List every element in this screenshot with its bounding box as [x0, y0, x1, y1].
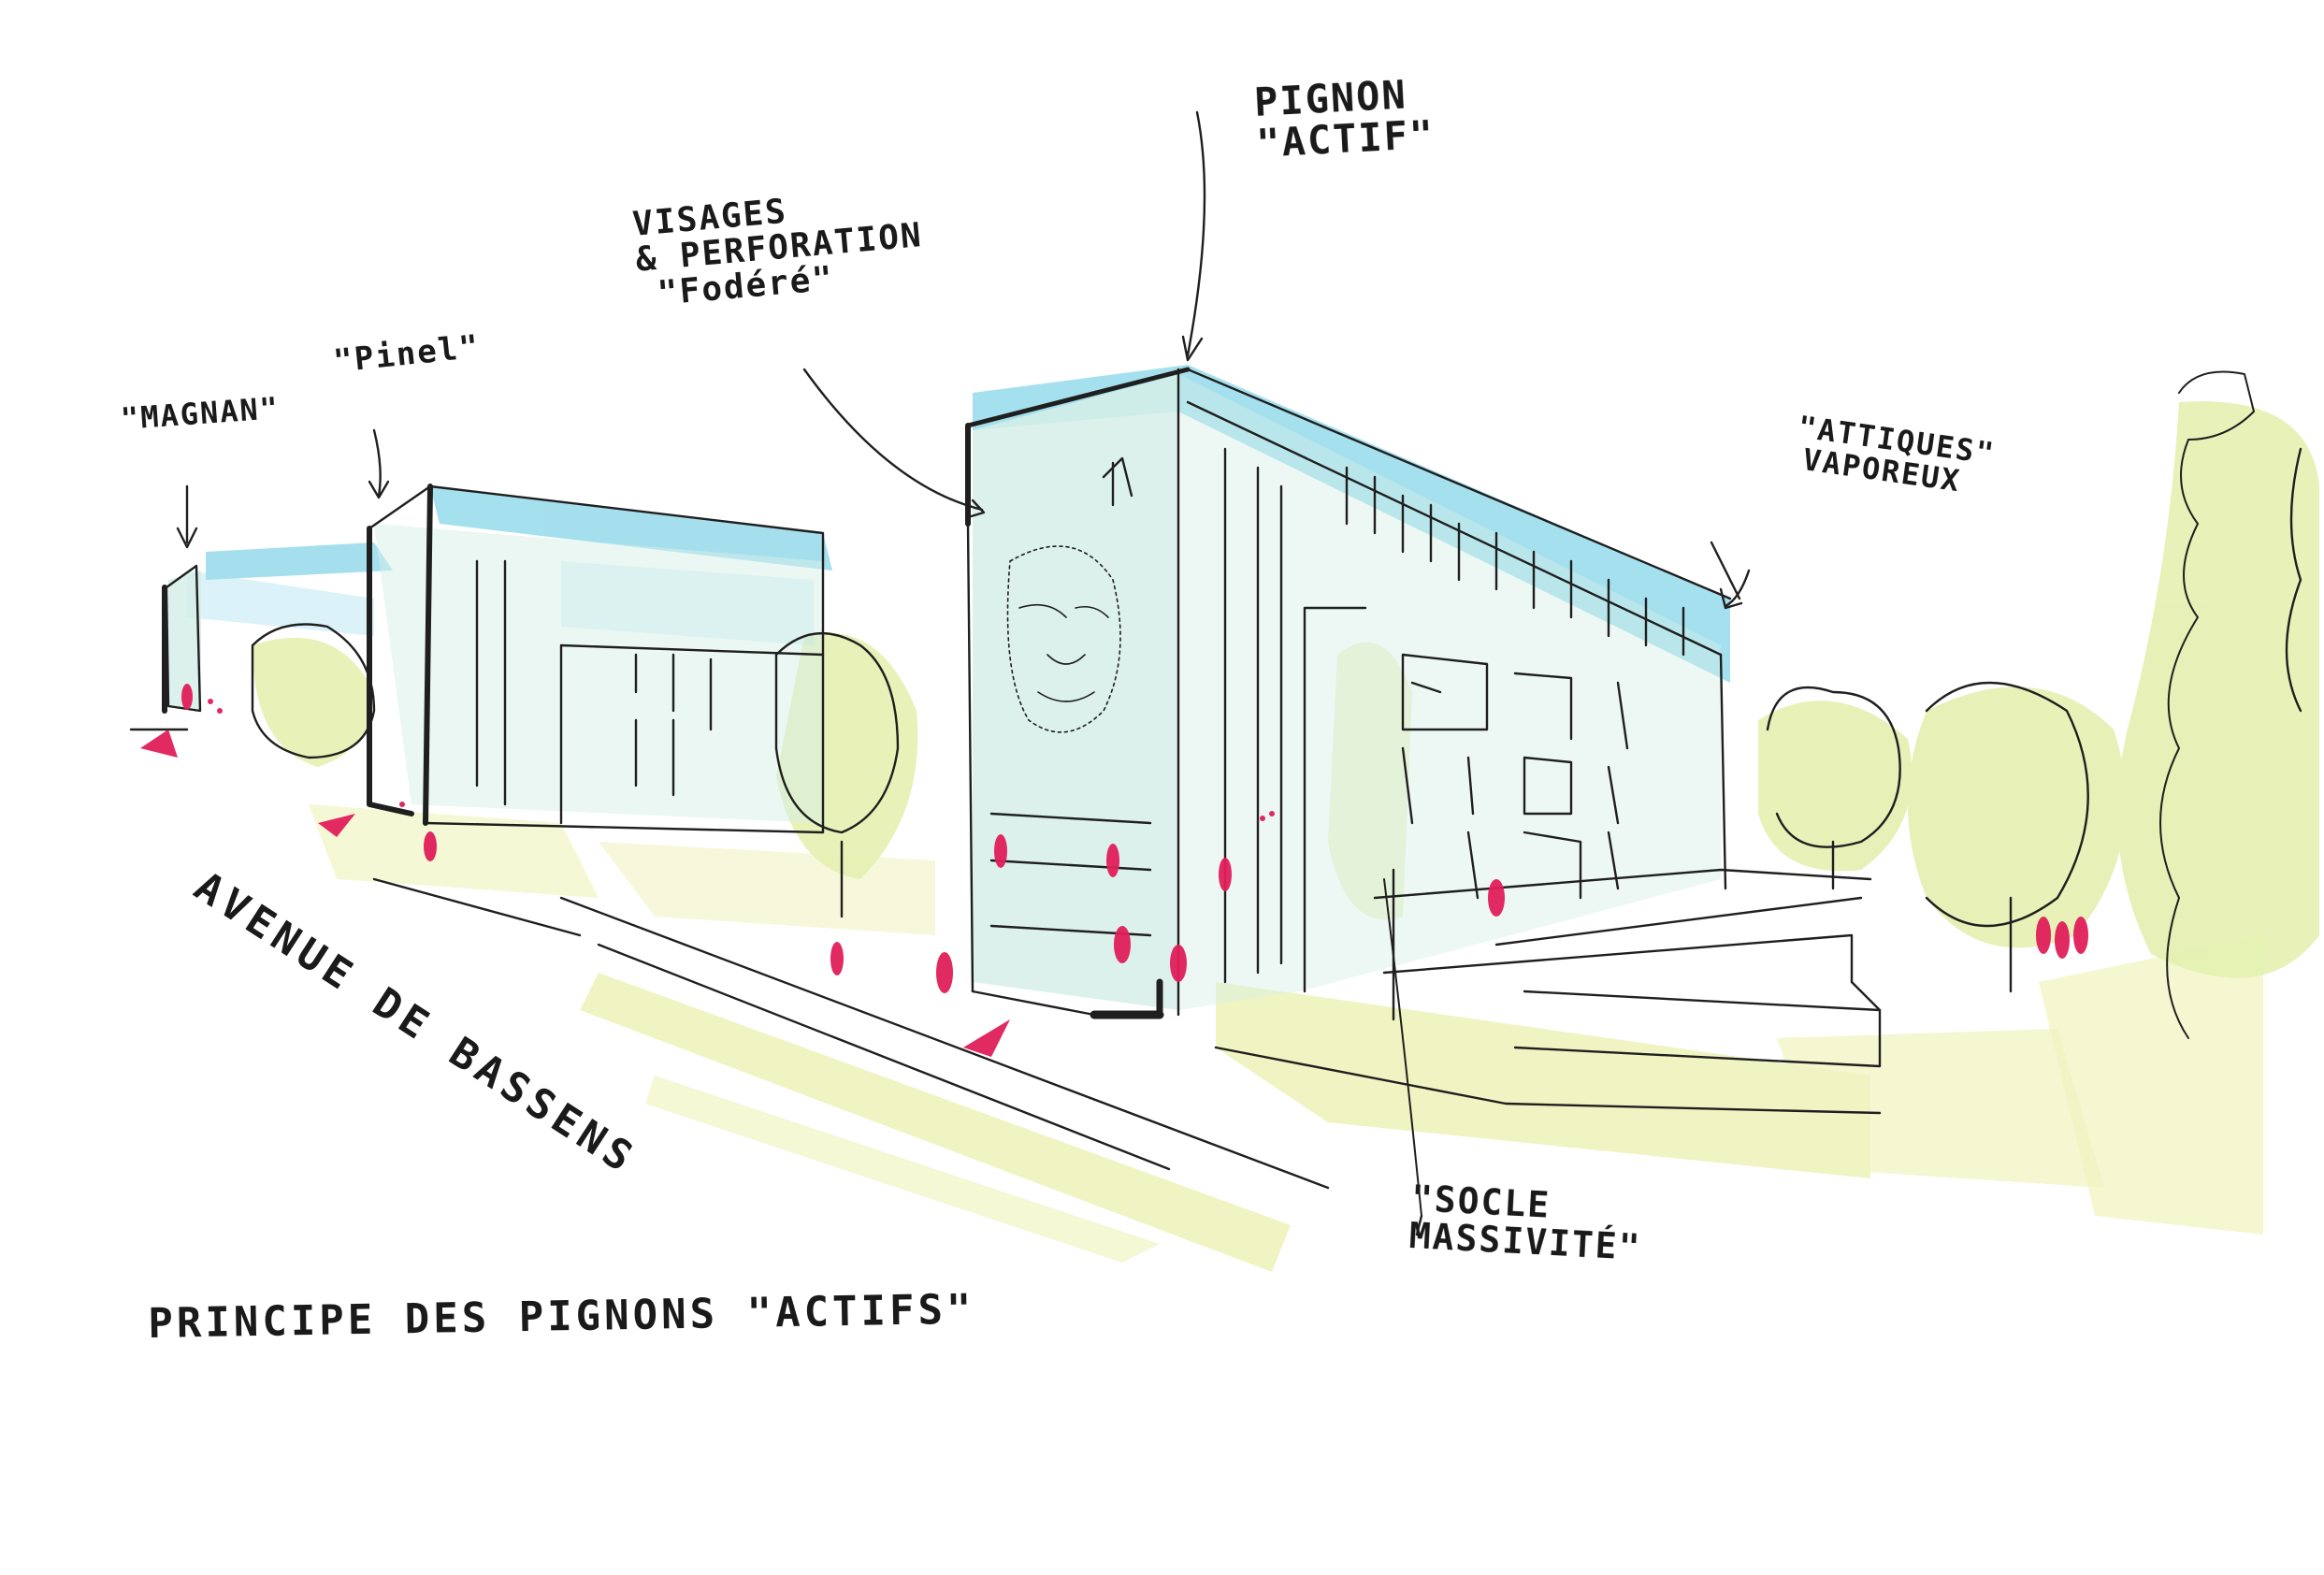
annotation-pignon-line2: "ACTIF": [1255, 111, 1436, 166]
people-figures: [140, 684, 2088, 1057]
facade-wash: [168, 374, 1721, 1010]
ground-wash: [309, 804, 2263, 1272]
annotation-pignon-actif: PIGNON "ACTIF": [1253, 71, 1436, 166]
ink-linework: [129, 110, 2302, 1236]
foliage-wash: [253, 401, 2319, 978]
annotation-socle: "SOCLE MASSIVITÉ": [1408, 1178, 1645, 1268]
